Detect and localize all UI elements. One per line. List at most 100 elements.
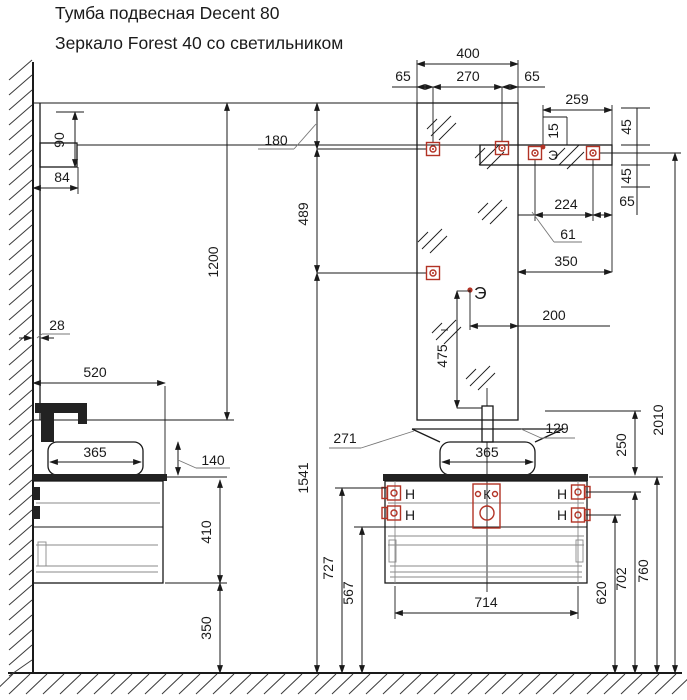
dim-lamp-above: 45 (618, 119, 634, 135)
dim-hole-spacing: 270 (456, 68, 480, 84)
mirror-mount-points (425, 140, 601, 281)
electrical-point-lamp: Э (540, 144, 558, 163)
dim-lamp-side-height: 90 (51, 132, 67, 148)
hatch-stroke (8, 269, 33, 291)
dim-lamp-span: 259 (565, 91, 589, 107)
dim-mirror-top-to-hole: 180 (264, 132, 288, 148)
dim-holes-above-floor: 1541 (295, 462, 311, 493)
hatch-stroke (603, 673, 626, 695)
hatch-stroke (637, 673, 660, 695)
hatch-stroke (280, 673, 303, 695)
hatch-stroke (8, 509, 33, 531)
dim-bracket-high-height: 702 (613, 567, 629, 591)
dim-lamp-hole-edge: 65 (619, 193, 635, 209)
hatch-stroke (586, 673, 609, 695)
hatch-stroke (263, 673, 286, 695)
hatch-stroke (569, 673, 592, 695)
hatch-stroke (314, 673, 337, 695)
hatch-stroke (8, 554, 33, 576)
hatch-stroke (25, 673, 48, 695)
cabinet-front-view (384, 480, 588, 584)
hatch-stroke (8, 539, 33, 561)
hatch-stroke (246, 673, 269, 695)
dim-basin-width-front: 365 (475, 444, 499, 460)
hatch-stroke (8, 494, 33, 516)
hatch-stroke (8, 524, 33, 546)
hatch-stroke (8, 209, 33, 231)
leader (520, 428, 542, 439)
leader (531, 211, 555, 243)
wall-hatch (8, 59, 33, 677)
drawing-title-line1: Тумба подвесная Decent 80 (55, 3, 280, 23)
hatch-stroke (671, 679, 687, 695)
faucet-side-view (35, 403, 87, 442)
handle-label: Н (557, 486, 567, 502)
hatch-stroke (8, 104, 33, 126)
hatch-stroke (382, 673, 405, 695)
mount-point-icon (425, 141, 441, 157)
dim-hole-offset-left: 65 (395, 68, 411, 84)
dim-bracket-low-height: 620 (593, 581, 609, 605)
drawing-title-line2: Зеркало Forest 40 со светильником (55, 33, 343, 53)
hatch-stroke (8, 464, 33, 486)
hatch-stroke (93, 673, 116, 695)
hatch-stroke (518, 673, 541, 695)
hatch-stroke (8, 344, 33, 366)
hanging-bracket-icon (570, 484, 591, 500)
hatch-stroke (8, 359, 33, 381)
hatch-stroke (331, 673, 354, 695)
dim-cabinet-inner-width: 714 (474, 594, 498, 610)
hatch-stroke (8, 479, 33, 501)
dim-mirror-width: 400 (456, 45, 480, 61)
dim-counter-height: 760 (635, 559, 651, 583)
hatch-stroke (8, 329, 33, 351)
leader (360, 430, 415, 449)
hatch-stroke (484, 673, 507, 695)
dim-mirror-thickness: 28 (49, 317, 65, 333)
dim-outlet-offset-h: 200 (542, 307, 566, 323)
hatch-stroke (8, 89, 33, 111)
glass-hatch-icon (426, 115, 457, 141)
hatch-stroke (8, 614, 33, 636)
glass-hatch-marks (417, 115, 585, 391)
mounting-brackets (381, 484, 591, 523)
counter-slant-left (411, 428, 441, 443)
glass-hatch-icon (477, 199, 508, 225)
dim-hole-offset-right: 65 (524, 68, 540, 84)
dim-lamp-gap: 61 (560, 226, 576, 242)
dim-basin-offset-left: 271 (333, 430, 357, 446)
dim-outlet-drop: 475 (434, 344, 450, 368)
electric-symbol: Э (474, 283, 487, 303)
hatch-stroke (8, 284, 33, 306)
dim-basin-width-side: 365 (83, 444, 107, 460)
hatch-stroke (620, 673, 643, 695)
hatch-stroke (8, 149, 33, 171)
hatch-stroke (467, 673, 490, 695)
countertop-side (33, 474, 167, 481)
hatch-stroke (8, 59, 33, 81)
cabinet-side-details (33, 487, 163, 573)
handle-label: Н (405, 507, 415, 523)
hatch-stroke (8, 449, 33, 471)
mount-point-icon (425, 265, 441, 281)
hatch-stroke (8, 644, 33, 666)
handle-label: Н (557, 507, 567, 523)
leader (177, 459, 197, 469)
dim-hole-vertical-gap: 489 (295, 202, 311, 226)
hatch-stroke (127, 673, 150, 695)
hatch-stroke (8, 164, 33, 186)
hatch-stroke (8, 119, 33, 141)
drain-box: К (472, 483, 501, 529)
hatch-stroke (8, 314, 33, 336)
hanging-bracket-icon (381, 485, 402, 501)
hatch-stroke (0, 673, 14, 688)
hatch-stroke (535, 673, 558, 695)
mount-point-icon (527, 145, 543, 161)
countertop-front (383, 474, 588, 481)
leader (36, 333, 43, 339)
faucet-front-view (481, 405, 494, 443)
hatch-stroke (110, 673, 133, 695)
hatch-stroke (552, 673, 575, 695)
